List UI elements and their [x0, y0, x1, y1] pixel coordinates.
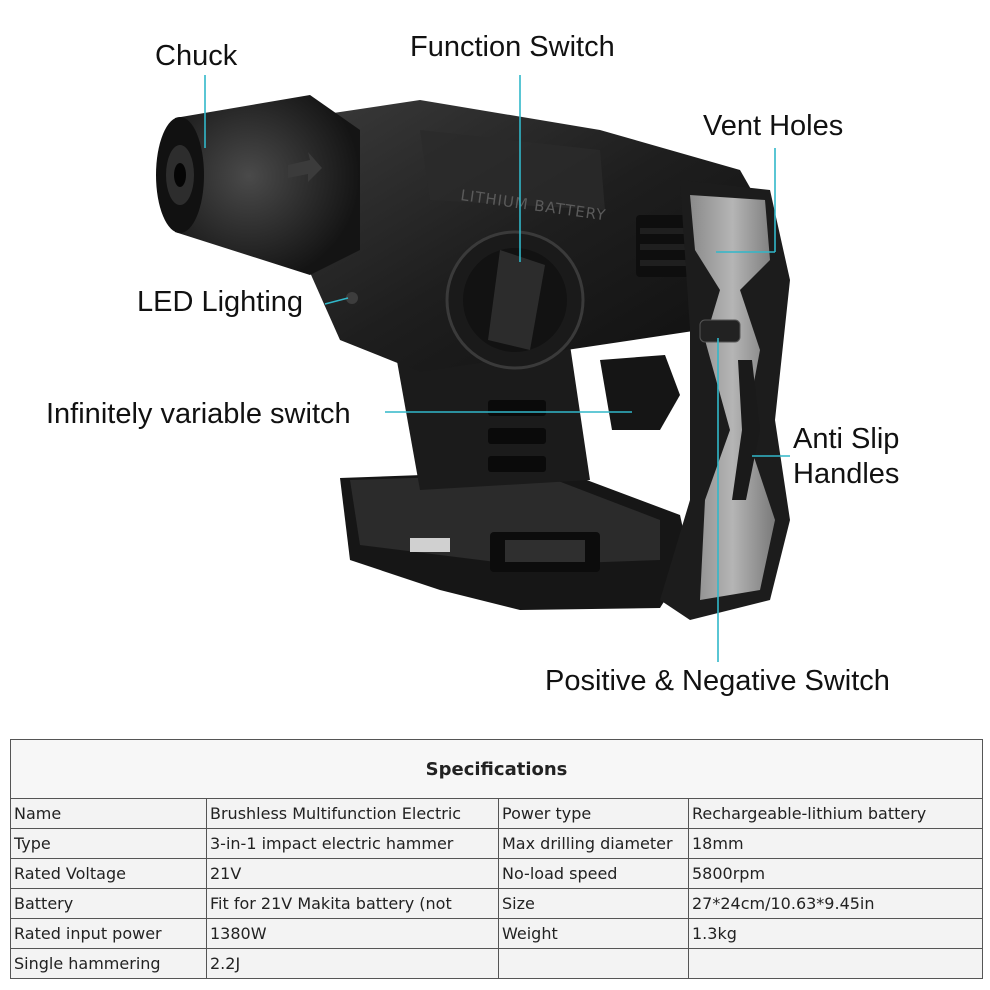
spec-value: 18mm [687, 828, 984, 859]
spec-value: 5800rpm [687, 858, 984, 889]
spec-label: Power type [498, 798, 689, 829]
spec-value: Fit for 21V Makita battery (not [206, 888, 499, 919]
callout-chuck: Chuck [155, 40, 238, 72]
callout-vent-holes: Vent Holes [703, 110, 844, 142]
callout-direction-switch: Positive & Negative Switch [545, 665, 890, 697]
spec-label: Weight [498, 918, 689, 949]
spec-label: Name [10, 798, 207, 829]
hammer-drill-image: LITHIUM BATTERY [156, 75, 790, 662]
spec-value: 3-in-1 impact electric hammer [206, 828, 499, 859]
callout-led-lighting: LED Lighting [137, 286, 304, 318]
spec-value: 1.3kg [687, 918, 984, 949]
specifications-table: Specifications Name Brushless Multifunct… [9, 739, 984, 979]
table-row: Rated Voltage 21V No-load speed 5800rpm [10, 858, 984, 889]
callout-variable-switch: Infinitely variable switch [46, 398, 351, 430]
spec-value: 27*24cm/10.63*9.45in [687, 888, 984, 919]
spec-label [498, 948, 689, 979]
spec-label: No-load speed [498, 858, 689, 889]
spec-value: 2.2J [206, 948, 499, 979]
callout-anti-slip-line2: Handles [793, 458, 900, 490]
spec-label: Rated input power [10, 918, 207, 949]
spec-label: Max drilling diameter [498, 828, 689, 859]
spec-value: 21V [206, 858, 499, 889]
table-row: Name Brushless Multifunction Electric Po… [10, 798, 984, 829]
callout-function-switch: Function Switch [410, 31, 615, 63]
spec-label: Rated Voltage [10, 858, 207, 889]
spec-label: Battery [10, 888, 207, 919]
callout-lines [204, 75, 790, 662]
spec-label: Single hammering [10, 948, 207, 979]
table-row: Type 3-in-1 impact electric hammer Max d… [10, 828, 984, 859]
table-row: Single hammering 2.2J [10, 948, 984, 979]
table-row: Rated input power 1380W Weight 1.3kg [10, 918, 984, 949]
spec-value: Brushless Multifunction Electric [206, 798, 499, 829]
spec-label: Size [498, 888, 689, 919]
spec-value: 1380W [206, 918, 499, 949]
spec-label: Type [10, 828, 207, 859]
spec-value [687, 948, 984, 979]
table-row: Battery Fit for 21V Makita battery (not … [10, 888, 984, 919]
callout-anti-slip-line1: Anti Slip [793, 423, 900, 455]
specifications-title: Specifications [9, 739, 984, 799]
spec-value: Rechargeable-lithium battery [687, 798, 984, 829]
